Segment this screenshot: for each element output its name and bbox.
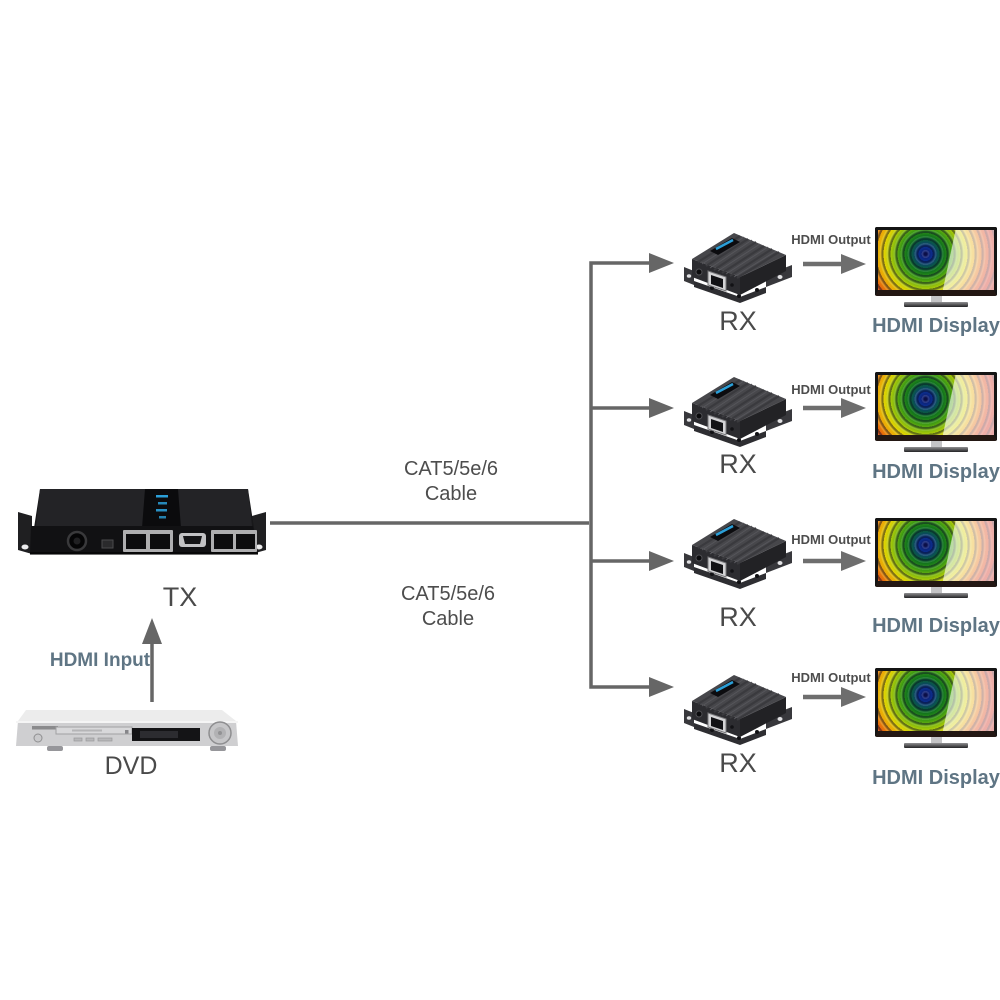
cable-label-bottom: CAT5/5e/6 Cable [378, 582, 518, 632]
display-screen [875, 227, 997, 296]
hdmi-display-label-3: HDMI Display [872, 615, 1000, 637]
display-screen [875, 668, 997, 737]
dvd-label: DVD [104, 752, 158, 780]
display-stand-neck [930, 441, 942, 447]
display-stand-base [904, 593, 968, 598]
branch-arrowhead-2 [649, 398, 674, 418]
rx-label-2: RX [719, 449, 757, 479]
display-screen [875, 372, 997, 441]
cable-type: CAT5/5e/6 [403, 458, 499, 480]
rx-label-4: RX [719, 748, 757, 778]
rx-device-2 [682, 369, 794, 449]
cable-type: CAT5/5e/6 [400, 583, 496, 605]
hdmi-input-label: HDMI Input [49, 650, 151, 671]
rx-label-3: RX [719, 602, 757, 632]
rx-device-3 [682, 511, 794, 591]
hdmi-output-label-4: HDMI Output [791, 670, 871, 685]
display-stand-base [904, 743, 968, 748]
trunk-line [589, 261, 650, 689]
branch-arrowhead-4 [649, 677, 674, 697]
display-stand-neck [930, 296, 942, 302]
display-screen [875, 518, 997, 587]
tx-label: TX [162, 582, 198, 612]
hdmi-display-label-1: HDMI Display [872, 315, 1000, 337]
branch-arrowhead-1 [649, 253, 674, 273]
display-stand-neck [930, 587, 942, 593]
cable-label-top: CAT5/5e/6 Cable [381, 457, 521, 507]
display-stand-neck [930, 737, 942, 743]
hdmi-output-arrowhead-1 [841, 254, 866, 274]
hdmi-display-4 [875, 668, 997, 748]
cable-word: Cable [421, 608, 475, 630]
branch-arrowhead-3 [649, 551, 674, 571]
hdmi-output-arrowhead-4 [841, 687, 866, 707]
cable-word: Cable [424, 483, 478, 505]
display-stand-base [904, 447, 968, 452]
hdmi-output-label-1: HDMI Output [791, 232, 871, 247]
display-stand-base [904, 302, 968, 307]
hdmi-output-label-3: HDMI Output [791, 532, 871, 547]
tx-device [16, 484, 268, 562]
hdmi-display-2 [875, 372, 997, 452]
hdmi-display-label-4: HDMI Display [872, 767, 1000, 789]
hdmi-display-1 [875, 227, 997, 307]
dvd-player [14, 700, 246, 758]
hdmi-display-3 [875, 518, 997, 598]
hdmi-output-label-2: HDMI Output [791, 382, 871, 397]
hdmi-output-arrowhead-3 [841, 551, 866, 571]
rx-label-1: RX [719, 306, 757, 336]
hdmi-output-arrowhead-2 [841, 398, 866, 418]
hdmi-display-label-2: HDMI Display [872, 461, 1000, 483]
hdmi-input-arrowhead [142, 618, 162, 644]
